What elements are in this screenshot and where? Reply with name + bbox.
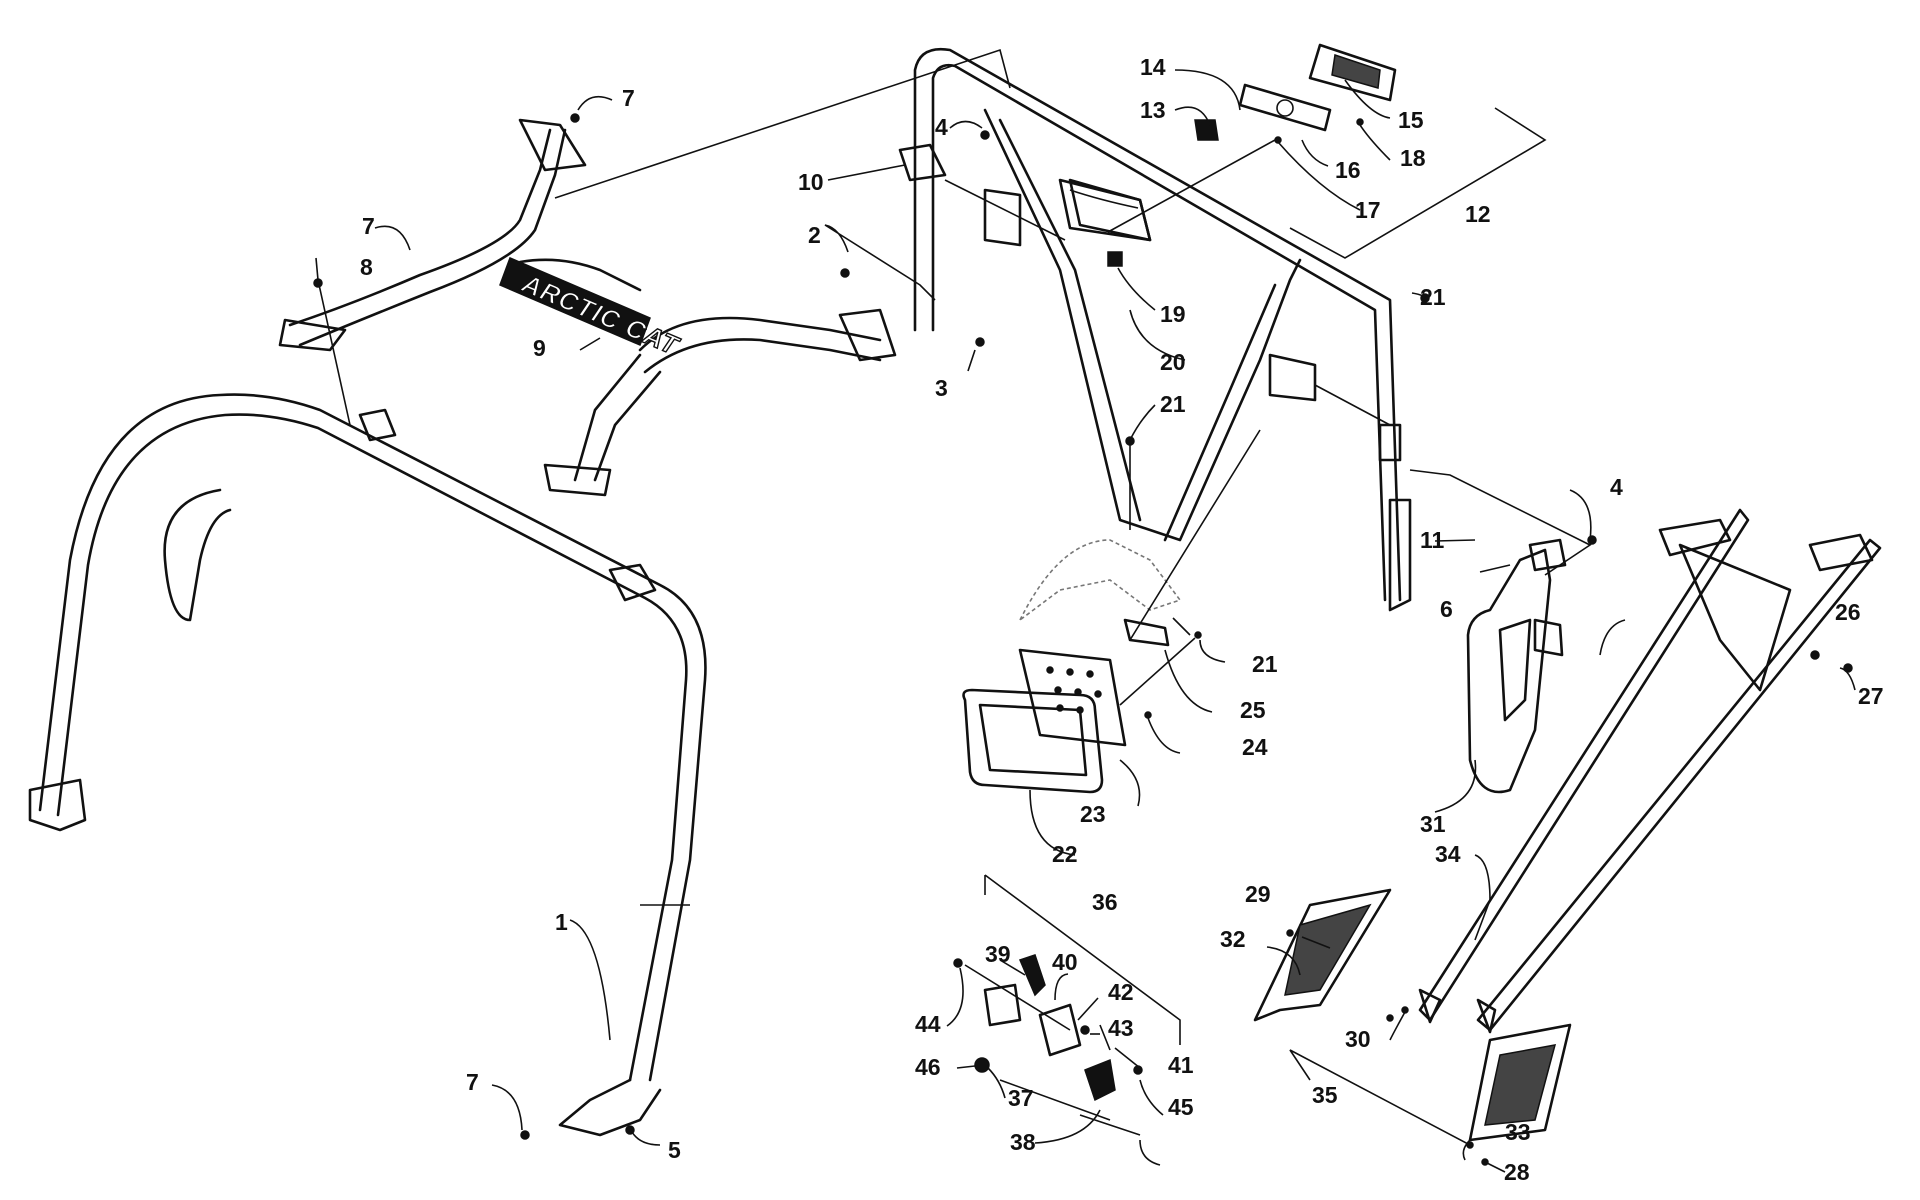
work-light bbox=[962, 618, 1202, 794]
callout-45: 45 bbox=[1168, 1094, 1194, 1120]
callout-2: 2 bbox=[808, 222, 821, 248]
group-brackets bbox=[554, 48, 1547, 1045]
callout-11: 11 bbox=[1420, 527, 1445, 553]
callout-24: 24 bbox=[1242, 734, 1268, 760]
callout-21b: 21 bbox=[1160, 391, 1186, 417]
callout-13: 13 bbox=[1140, 97, 1166, 123]
callout-10: 10 bbox=[798, 169, 824, 195]
callout-35: 35 bbox=[1312, 1082, 1338, 1108]
callout-26: 26 bbox=[1835, 599, 1861, 625]
callout-44: 44 bbox=[915, 1011, 941, 1037]
callout-6: 6 bbox=[1440, 596, 1453, 622]
callout-25: 25 bbox=[1240, 697, 1266, 723]
callout-12: 12 bbox=[1465, 201, 1491, 227]
callout-20: 20 bbox=[1160, 349, 1186, 375]
callout-18: 18 bbox=[1400, 145, 1426, 171]
callout-4: 4 bbox=[935, 114, 948, 140]
callout-34: 34 bbox=[1435, 841, 1461, 867]
callout-46: 46 bbox=[915, 1054, 941, 1080]
callout-7b: 7 bbox=[362, 213, 375, 239]
callout-5: 5 bbox=[668, 1137, 681, 1163]
callout-23: 23 bbox=[1080, 801, 1106, 827]
callout-4b: 4 bbox=[1610, 474, 1623, 500]
callout-7: 7 bbox=[622, 85, 635, 111]
callout-43: 43 bbox=[1108, 1015, 1134, 1041]
callout-21c: 21 bbox=[1252, 651, 1278, 677]
callout-33: 33 bbox=[1505, 1119, 1531, 1145]
callout-28: 28 bbox=[1504, 1159, 1530, 1185]
callout-14: 14 bbox=[1140, 54, 1166, 80]
callout-16: 16 bbox=[1335, 157, 1361, 183]
bed-brackets bbox=[1253, 888, 1572, 1149]
callout-15: 15 bbox=[1398, 107, 1424, 133]
callout-32: 32 bbox=[1220, 926, 1246, 952]
front-roll-cage bbox=[28, 393, 707, 1137]
callout-38: 38 bbox=[1010, 1129, 1036, 1155]
callout-21: 21 bbox=[1420, 284, 1446, 310]
latch-assembly bbox=[953, 954, 1143, 1136]
callout-39: 39 bbox=[985, 941, 1011, 967]
callout-7c: 7 bbox=[466, 1069, 479, 1095]
callout-37: 37 bbox=[1008, 1085, 1034, 1111]
callout-17: 17 bbox=[1355, 197, 1381, 223]
callout-42: 42 bbox=[1108, 979, 1134, 1005]
callout-27: 27 bbox=[1858, 683, 1884, 709]
rear-light bbox=[1058, 178, 1152, 267]
callout-36: 36 bbox=[1092, 889, 1118, 915]
callout-40: 40 bbox=[1052, 949, 1078, 975]
callout-9: 9 bbox=[533, 335, 546, 361]
callout-22: 22 bbox=[1052, 841, 1078, 867]
rear-bumper bbox=[1466, 535, 1597, 794]
callout-30: 30 bbox=[1345, 1026, 1371, 1052]
rear-frame bbox=[898, 47, 1412, 621]
leader-lines bbox=[315, 69, 1856, 1173]
hardware bbox=[313, 113, 1853, 1166]
callout-numbers: 1 2 3 4 4 5 6 7 7 7 8 9 10 11 12 13 14 1… bbox=[360, 54, 1884, 1185]
callout-41: 41 bbox=[1168, 1052, 1194, 1078]
upper-brace bbox=[278, 118, 897, 497]
callout-31: 31 bbox=[1420, 811, 1446, 837]
callout-8: 8 bbox=[360, 254, 373, 280]
callout-29: 29 bbox=[1245, 881, 1271, 907]
callout-19: 19 bbox=[1160, 301, 1186, 327]
arctic-cat-guard: ARCTIC CAT bbox=[499, 256, 685, 362]
callout-3: 3 bbox=[935, 375, 948, 401]
tail-light-assembly bbox=[1107, 43, 1397, 233]
callout-1: 1 bbox=[555, 909, 568, 935]
bed-support-frame bbox=[1418, 508, 1882, 1034]
